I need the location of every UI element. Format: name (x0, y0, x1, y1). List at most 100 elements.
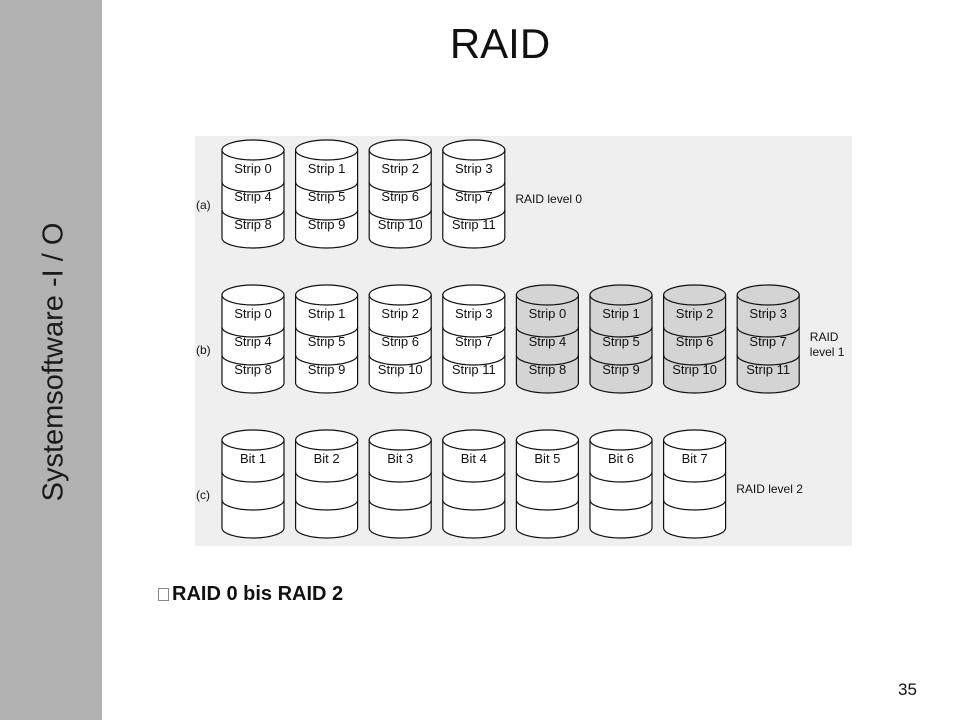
strip-label: Strip 6 (381, 189, 419, 204)
strip-label: Strip 9 (308, 217, 346, 232)
disk-divider (442, 326, 506, 338)
strip-label: Bit 3 (387, 451, 413, 466)
disk: Bit 1 (221, 429, 285, 539)
disk-divider (442, 499, 506, 511)
disk: Strip 1 Strip 5 Strip 9 (295, 284, 359, 394)
raid-level-label: RAID level 0 (515, 192, 582, 206)
bullet-item: RAID 0 bis RAID 2 (158, 583, 343, 606)
strip-label: Strip 3 (455, 306, 493, 321)
disk: Bit 3 (368, 429, 432, 539)
disk-divider (295, 499, 359, 511)
strip-label: Strip 10 (378, 362, 423, 377)
disk-top (442, 139, 506, 161)
disk-divider (368, 471, 432, 483)
strip-label: Strip 1 (308, 306, 346, 321)
strip-label: Strip 2 (381, 161, 419, 176)
disk-divider (221, 181, 285, 193)
disk-divider (736, 326, 800, 338)
disk-body (368, 149, 432, 249)
disk-body (442, 149, 506, 249)
disk-divider (442, 209, 506, 221)
disk-body (295, 439, 359, 539)
disk-divider (221, 499, 285, 511)
disk-body (368, 294, 432, 394)
disk-top (221, 139, 285, 161)
disk-body (663, 294, 727, 394)
disk-divider (515, 499, 579, 511)
raid-level-label: level 1 (810, 345, 845, 359)
disk: Strip 1 Strip 5 Strip 9 (295, 139, 359, 249)
strip-label: Bit 5 (534, 451, 560, 466)
strip-label: Strip 4 (234, 189, 272, 204)
strip-label: Strip 0 (234, 306, 272, 321)
strip-label: Strip 6 (676, 334, 714, 349)
strip-label: Strip 11 (452, 217, 496, 232)
disk-top (515, 284, 579, 306)
page-number: 35 (898, 680, 917, 699)
disk-top (442, 284, 506, 306)
disk-body (295, 294, 359, 394)
strip-label: Strip 7 (749, 334, 787, 349)
disk-divider (442, 354, 506, 366)
disk-top (295, 284, 359, 306)
disk-divider (663, 326, 727, 338)
disk-body (442, 439, 506, 539)
disk-divider (368, 181, 432, 193)
disk-top (589, 284, 653, 306)
strip-label: Strip 7 (455, 334, 493, 349)
disk-top (442, 429, 506, 451)
strip-label: Strip 9 (602, 362, 640, 377)
sidebar-label: Systemsoftware -I / O (37, 222, 70, 502)
disk-body (221, 149, 285, 249)
strip-label: Strip 7 (455, 189, 493, 204)
strip-label: Bit 4 (461, 451, 487, 466)
strip-label: Strip 1 (602, 306, 640, 321)
disk-body (295, 149, 359, 249)
disk-divider (221, 326, 285, 338)
disk-divider (295, 181, 359, 193)
disk-divider (221, 209, 285, 221)
strip-label: Strip 9 (308, 362, 346, 377)
disk-body (515, 439, 579, 539)
strip-label: Strip 8 (234, 362, 272, 377)
slide-title: RAID (449, 20, 551, 67)
disk-top (663, 429, 727, 451)
strip-label: Strip 5 (308, 334, 346, 349)
row-label: (c) (196, 488, 210, 502)
disk-top (368, 139, 432, 161)
sidebar: Systemsoftware -I / O (0, 0, 102, 720)
disk: Strip 3 Strip 7 Strip 11 (442, 284, 506, 394)
strip-label: Strip 2 (676, 306, 714, 321)
disk-top (295, 139, 359, 161)
disk-top (515, 429, 579, 451)
disk-divider (221, 471, 285, 483)
disk-divider (368, 354, 432, 366)
strip-label: Strip 5 (308, 189, 346, 204)
disk-divider (295, 326, 359, 338)
strip-label: Strip 0 (234, 161, 272, 176)
strip-label: Bit 7 (682, 451, 708, 466)
disk-divider (442, 471, 506, 483)
disk-top (589, 429, 653, 451)
strip-label: Strip 1 (308, 161, 346, 176)
disk-divider (515, 471, 579, 483)
strip-label: Strip 11 (452, 362, 496, 377)
disk-divider (663, 499, 727, 511)
disk-divider (368, 209, 432, 221)
disk-divider (589, 471, 653, 483)
disk-body (515, 294, 579, 394)
raid-level-label: RAID level 2 (736, 482, 803, 496)
disk-divider (368, 499, 432, 511)
disk-body (663, 439, 727, 539)
disk-body (442, 294, 506, 394)
strip-label: Strip 3 (455, 161, 493, 176)
disk-top (295, 429, 359, 451)
disk-divider (736, 354, 800, 366)
disk-divider (589, 326, 653, 338)
